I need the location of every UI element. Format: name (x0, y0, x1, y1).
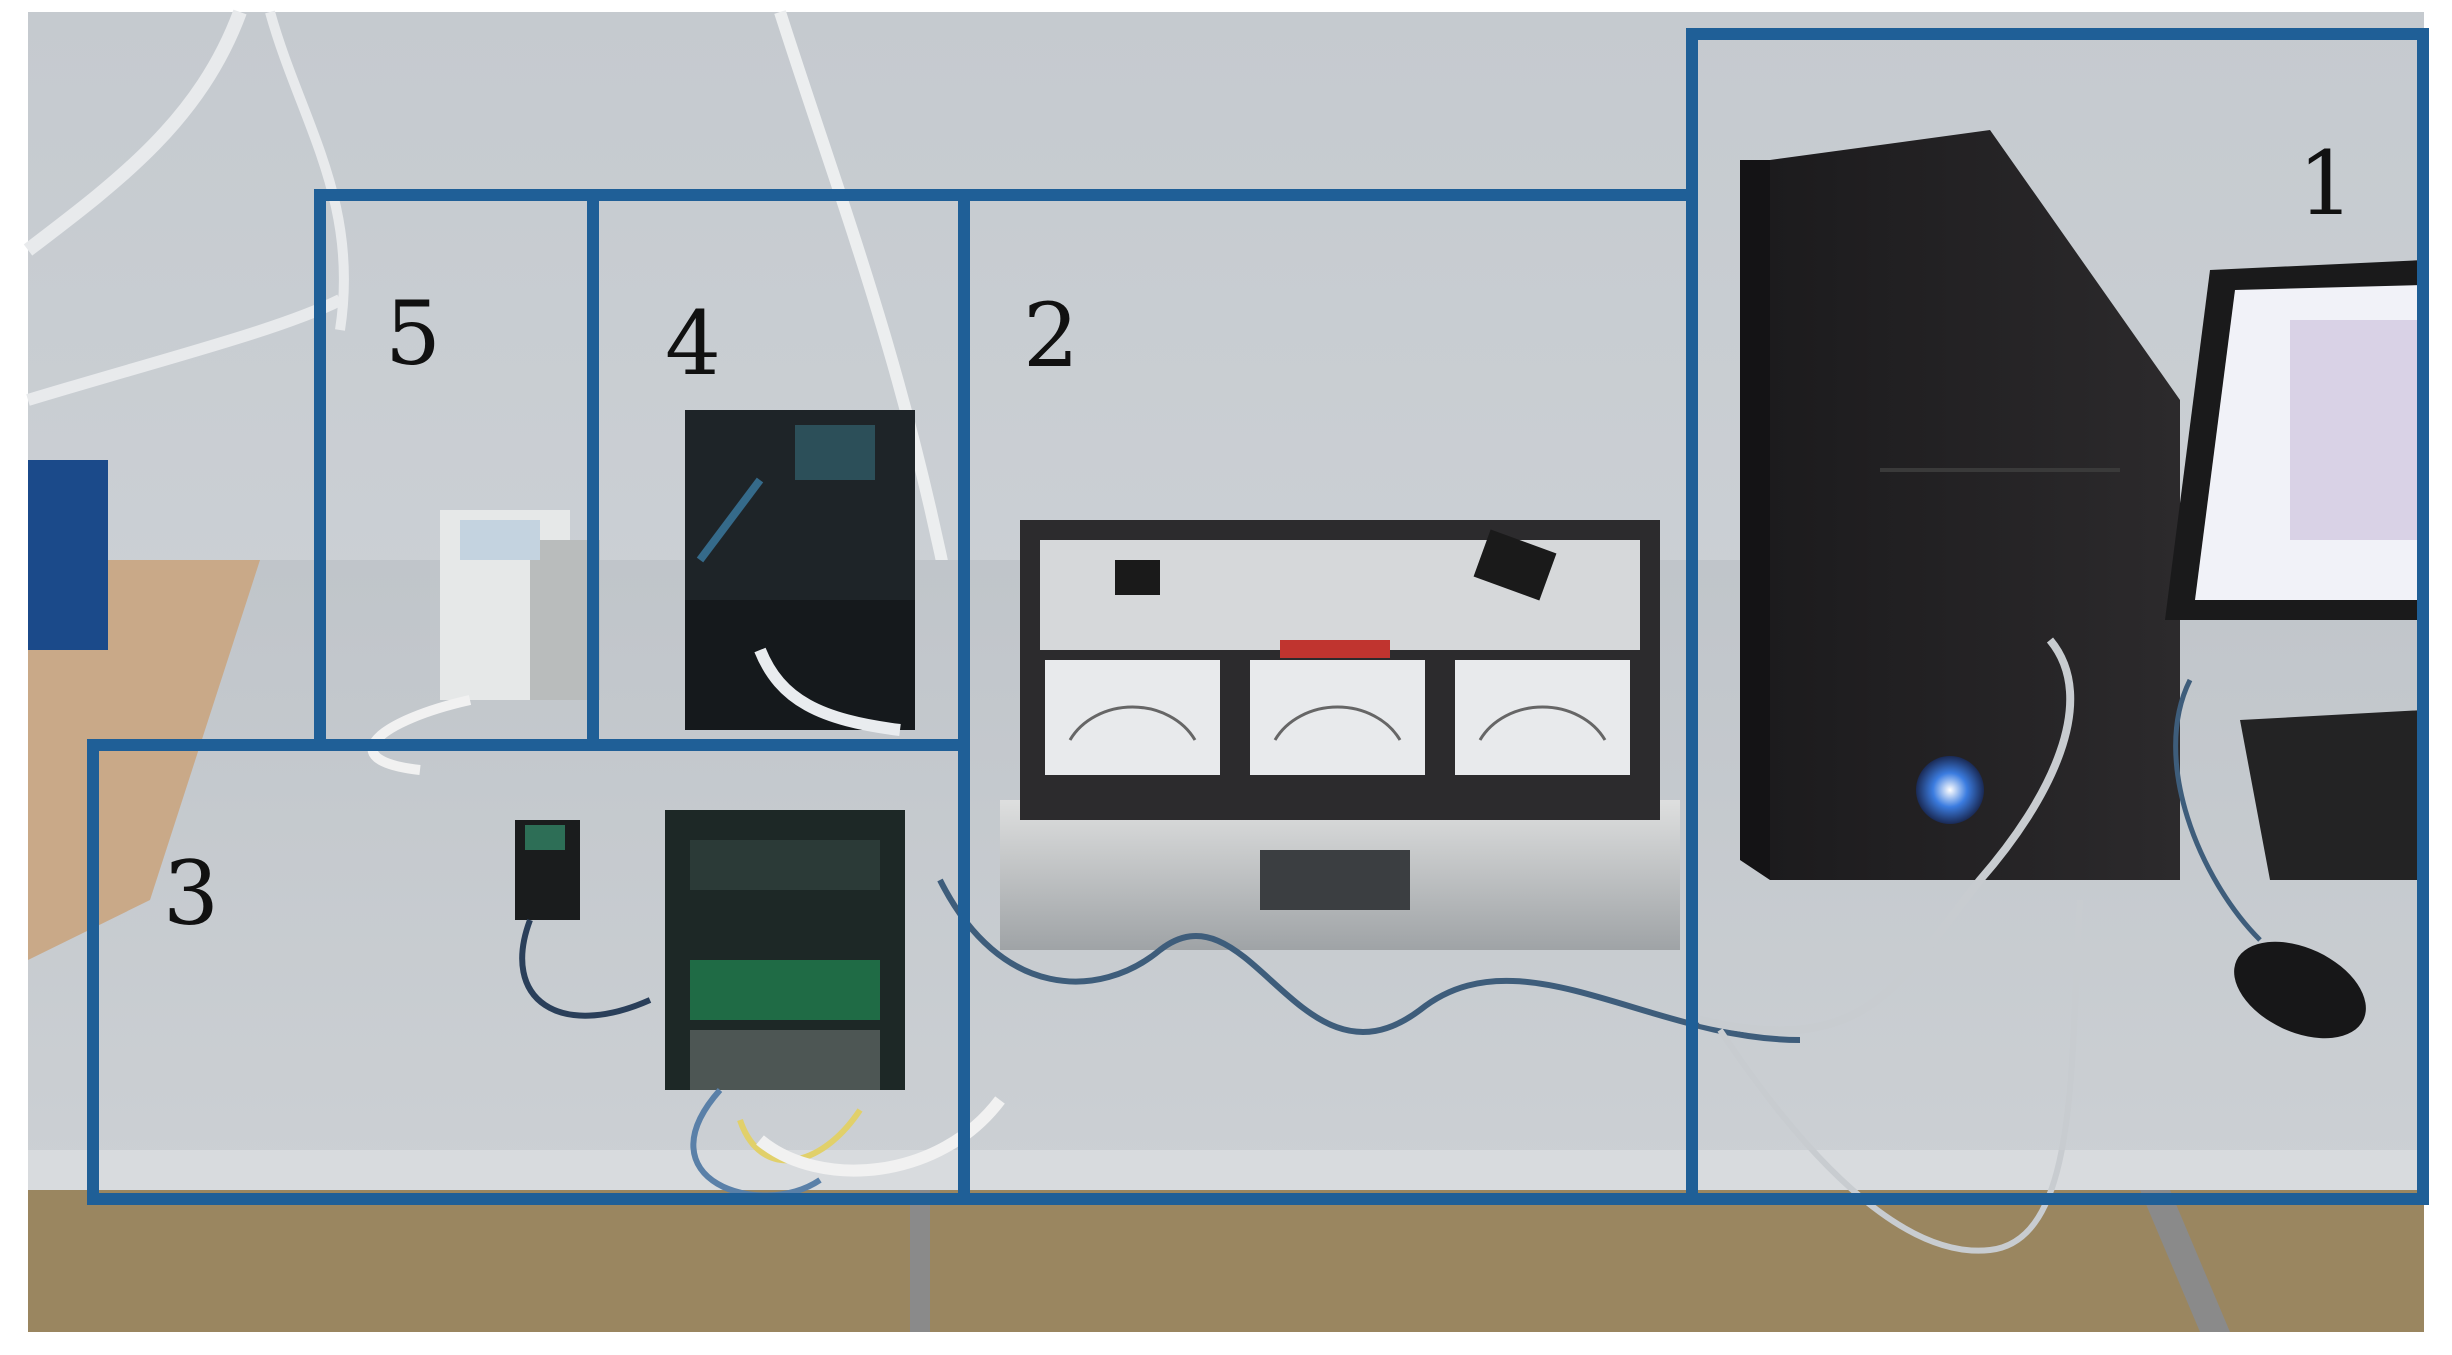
computer-workstation (1699, 130, 2424, 1254)
region-label-3: 3 (163, 842, 219, 945)
region-label-1: 1 (2298, 132, 2354, 235)
region-frames (87, 28, 2429, 1205)
energy-meter-device (515, 810, 1005, 1199)
region-label-5: 5 (385, 282, 441, 385)
region-label-2: 2 (1023, 284, 1079, 387)
measurement-stand-device (937, 520, 1801, 1043)
inverter-device (685, 410, 915, 736)
region-label-4: 4 (665, 292, 721, 395)
breaker-device (367, 510, 600, 775)
region-frame-5 (314, 189, 599, 751)
